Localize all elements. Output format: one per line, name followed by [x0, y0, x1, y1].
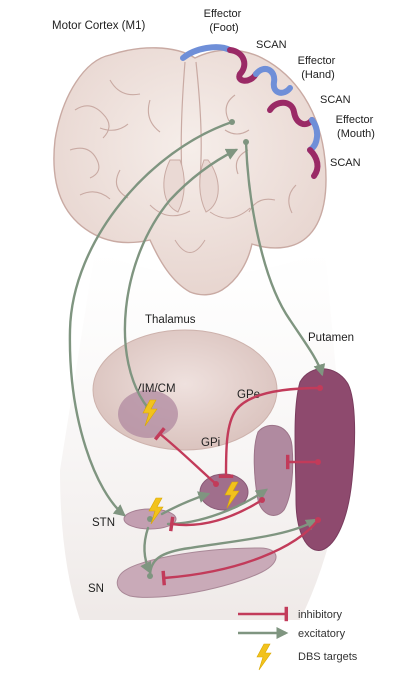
node-cortex-stn	[229, 119, 235, 125]
legend-inhibitory-label: inhibitory	[298, 609, 343, 621]
legend-excitatory-label: excitatory	[298, 628, 346, 640]
inhibitory-gpe-to-stn	[168, 498, 264, 532]
node-gpi	[213, 481, 219, 487]
scan-strip-1	[227, 47, 259, 84]
dbs-bolts	[142, 399, 240, 525]
scan-label-3: SCAN	[330, 157, 361, 169]
excitatory-cortex-to-stn	[68, 120, 234, 517]
effector-foot-label: Effector (Foot)	[204, 8, 245, 34]
motor-cortex-label: Motor Cortex (M1)	[52, 20, 145, 32]
effector-mouth-line-2: (Mouth)	[337, 128, 375, 140]
stn-label: STN	[92, 517, 115, 529]
scan-label-1: SCAN	[256, 39, 287, 51]
effector-hand-line-1: Effector	[298, 55, 336, 67]
putamen	[294, 368, 356, 551]
node-sn	[147, 573, 153, 579]
brain-gyri-left	[69, 79, 161, 200]
excitatory-thalamus-to-cortex	[123, 148, 239, 410]
gpi-dbs-icon	[224, 481, 240, 509]
legend-dbs-icon	[256, 643, 272, 671]
excitatory-stn-to-gpi	[160, 491, 211, 516]
node-stn	[147, 516, 153, 522]
node-putamen-low	[315, 517, 321, 523]
thalamus-label: Thalamus	[145, 314, 196, 326]
scan-strip-2	[267, 99, 315, 128]
excitatory-cortex-to-putamen	[244, 140, 326, 377]
scan-strip-3	[307, 147, 321, 179]
node-cortex-putamen	[243, 139, 249, 145]
effector-foot-line-2: (Foot)	[209, 22, 238, 34]
inhibitory-gpi-to-thalamus	[153, 427, 218, 486]
effector-strip-hand	[253, 65, 293, 96]
effector-hand-line-2: (Hand)	[301, 69, 335, 81]
excitatory-stn-to-gpe	[166, 488, 268, 526]
inhibitory-putamen-to-gpi	[218, 386, 322, 479]
brain-inner-structures	[149, 204, 251, 253]
gpi-label: GPi	[201, 437, 220, 449]
scan-label-2: SCAN	[320, 94, 351, 106]
inhibitory-putamen-to-sn	[161, 518, 320, 586]
vim-cm-nucleus	[118, 390, 178, 438]
excitatory-sn-to-putamen	[148, 518, 319, 578]
legend-dbs-label: DBS targets	[298, 651, 358, 663]
effector-mouth-label: Effector (Mouth)	[336, 114, 377, 140]
putamen-label: Putamen	[308, 332, 354, 344]
node-putamen-mid	[315, 459, 321, 465]
effector-strip-foot	[180, 44, 233, 61]
node-putamen-top	[317, 385, 323, 391]
effector-hand-label: Effector (Hand)	[298, 55, 339, 81]
vim-cm-dbs-icon	[142, 399, 158, 427]
brain-gyri-right	[224, 94, 297, 214]
stn-dbs-icon	[148, 497, 164, 525]
excitatory-stn-to-sn	[140, 526, 152, 575]
effector-foot-line-1: Effector	[204, 8, 242, 20]
vim-cm-label: VIM/CM	[134, 383, 176, 395]
node-gpe	[259, 497, 265, 503]
sn-label: SN	[88, 583, 104, 595]
legend: inhibitory excitatory DBS targets	[238, 606, 358, 671]
effector-mouth-line-1: Effector	[336, 114, 374, 126]
